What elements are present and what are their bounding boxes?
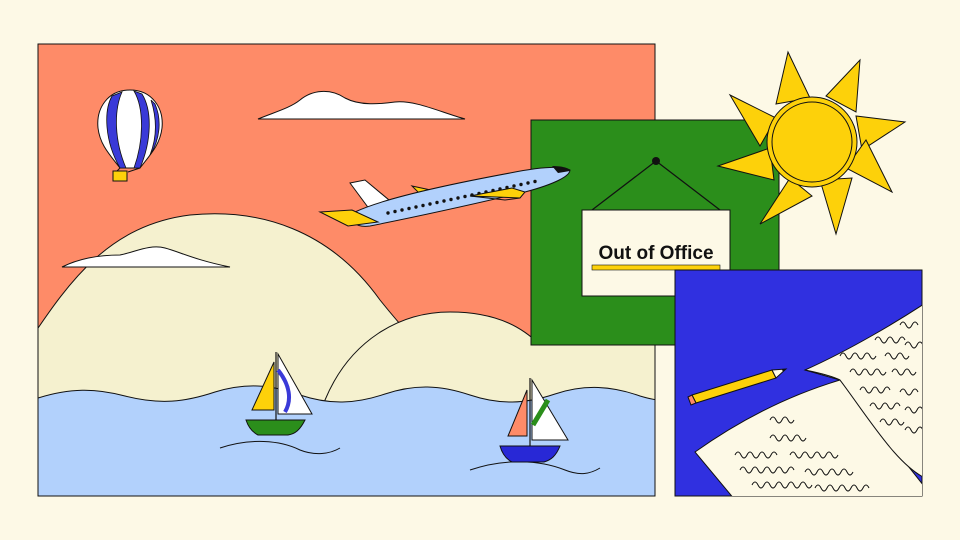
sailboat-icon	[499, 378, 569, 463]
pencil-icon	[687, 368, 788, 406]
sign-text: Out of Office	[598, 243, 713, 264]
airplane-icon	[318, 166, 571, 227]
notebook-panel	[674, 269, 923, 497]
ripple	[219, 441, 341, 455]
sea	[38, 385, 655, 496]
cloud-icon	[61, 246, 231, 268]
sun-icon	[716, 50, 907, 236]
hot-air-balloon-icon	[97, 89, 163, 182]
cloud-icon	[257, 91, 466, 120]
ripple	[469, 461, 601, 475]
notebook-icon	[694, 304, 922, 496]
sailboat-icon	[245, 352, 313, 436]
sign-underline	[591, 264, 721, 271]
